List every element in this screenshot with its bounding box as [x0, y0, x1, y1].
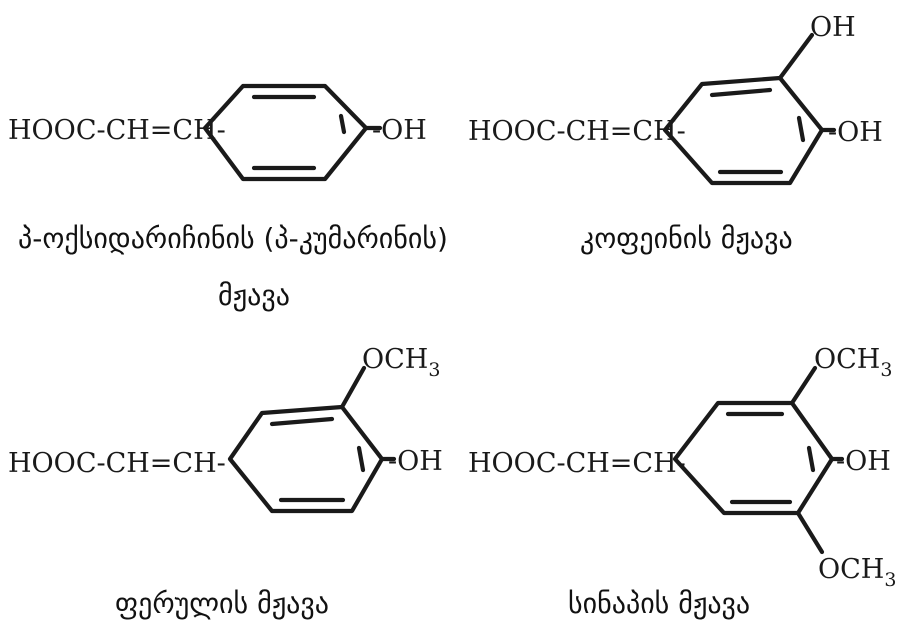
para-hydroxyl-label: -OH [372, 115, 427, 146]
compound-name: ფერულის მჟავა [115, 587, 329, 620]
methoxy-top-label: OCH3 [814, 344, 892, 381]
structure-p-coumaric-acid: HOOC-CH=CH- -OH პ-ოქსიდარიჩინის (პ-კუმარ… [8, 83, 448, 312]
structure-ferulic-acid: HOOC-CH=CH- OCH3 -OH ფერულის მჟავა [8, 344, 443, 620]
para-hydroxyl-label: -OH [836, 446, 891, 477]
benzene-ring [202, 83, 369, 182]
methoxy-label: OCH3 [362, 344, 440, 381]
structure-sinapic-acid: HOOC-CH=CH- OCH3 -OH OCH3 სინაპის მჟავა [468, 344, 896, 620]
side-chain-label: HOOC-CH=CH- [468, 448, 686, 479]
side-chain-label: HOOC-CH=CH- [468, 116, 686, 147]
benzene-ring [662, 75, 825, 186]
benzene-ring [672, 400, 835, 516]
compound-name: სინაპის მჟავა [568, 587, 750, 620]
methoxy-bottom-label: OCH3 [818, 554, 896, 591]
side-chain-label: HOOC-CH=CH- [8, 115, 226, 146]
meta-hydroxyl-label: OH [810, 12, 856, 43]
side-chain-label: HOOC-CH=CH- [8, 448, 226, 479]
para-hydroxyl-label: -OH [828, 117, 883, 148]
compound-name-line-2: მჟავა [218, 279, 290, 312]
structure-caffeic-acid: HOOC-CH=CH- OH -OH კოფეინის მჟავა [468, 12, 883, 255]
compound-name: კოფეინის მჟავა [580, 222, 793, 255]
para-hydroxyl-label: -OH [388, 446, 443, 477]
compound-name-line-1: პ-ოქსიდარიჩინის (პ-კუმარინის) [18, 222, 448, 255]
benzene-ring [227, 404, 385, 514]
